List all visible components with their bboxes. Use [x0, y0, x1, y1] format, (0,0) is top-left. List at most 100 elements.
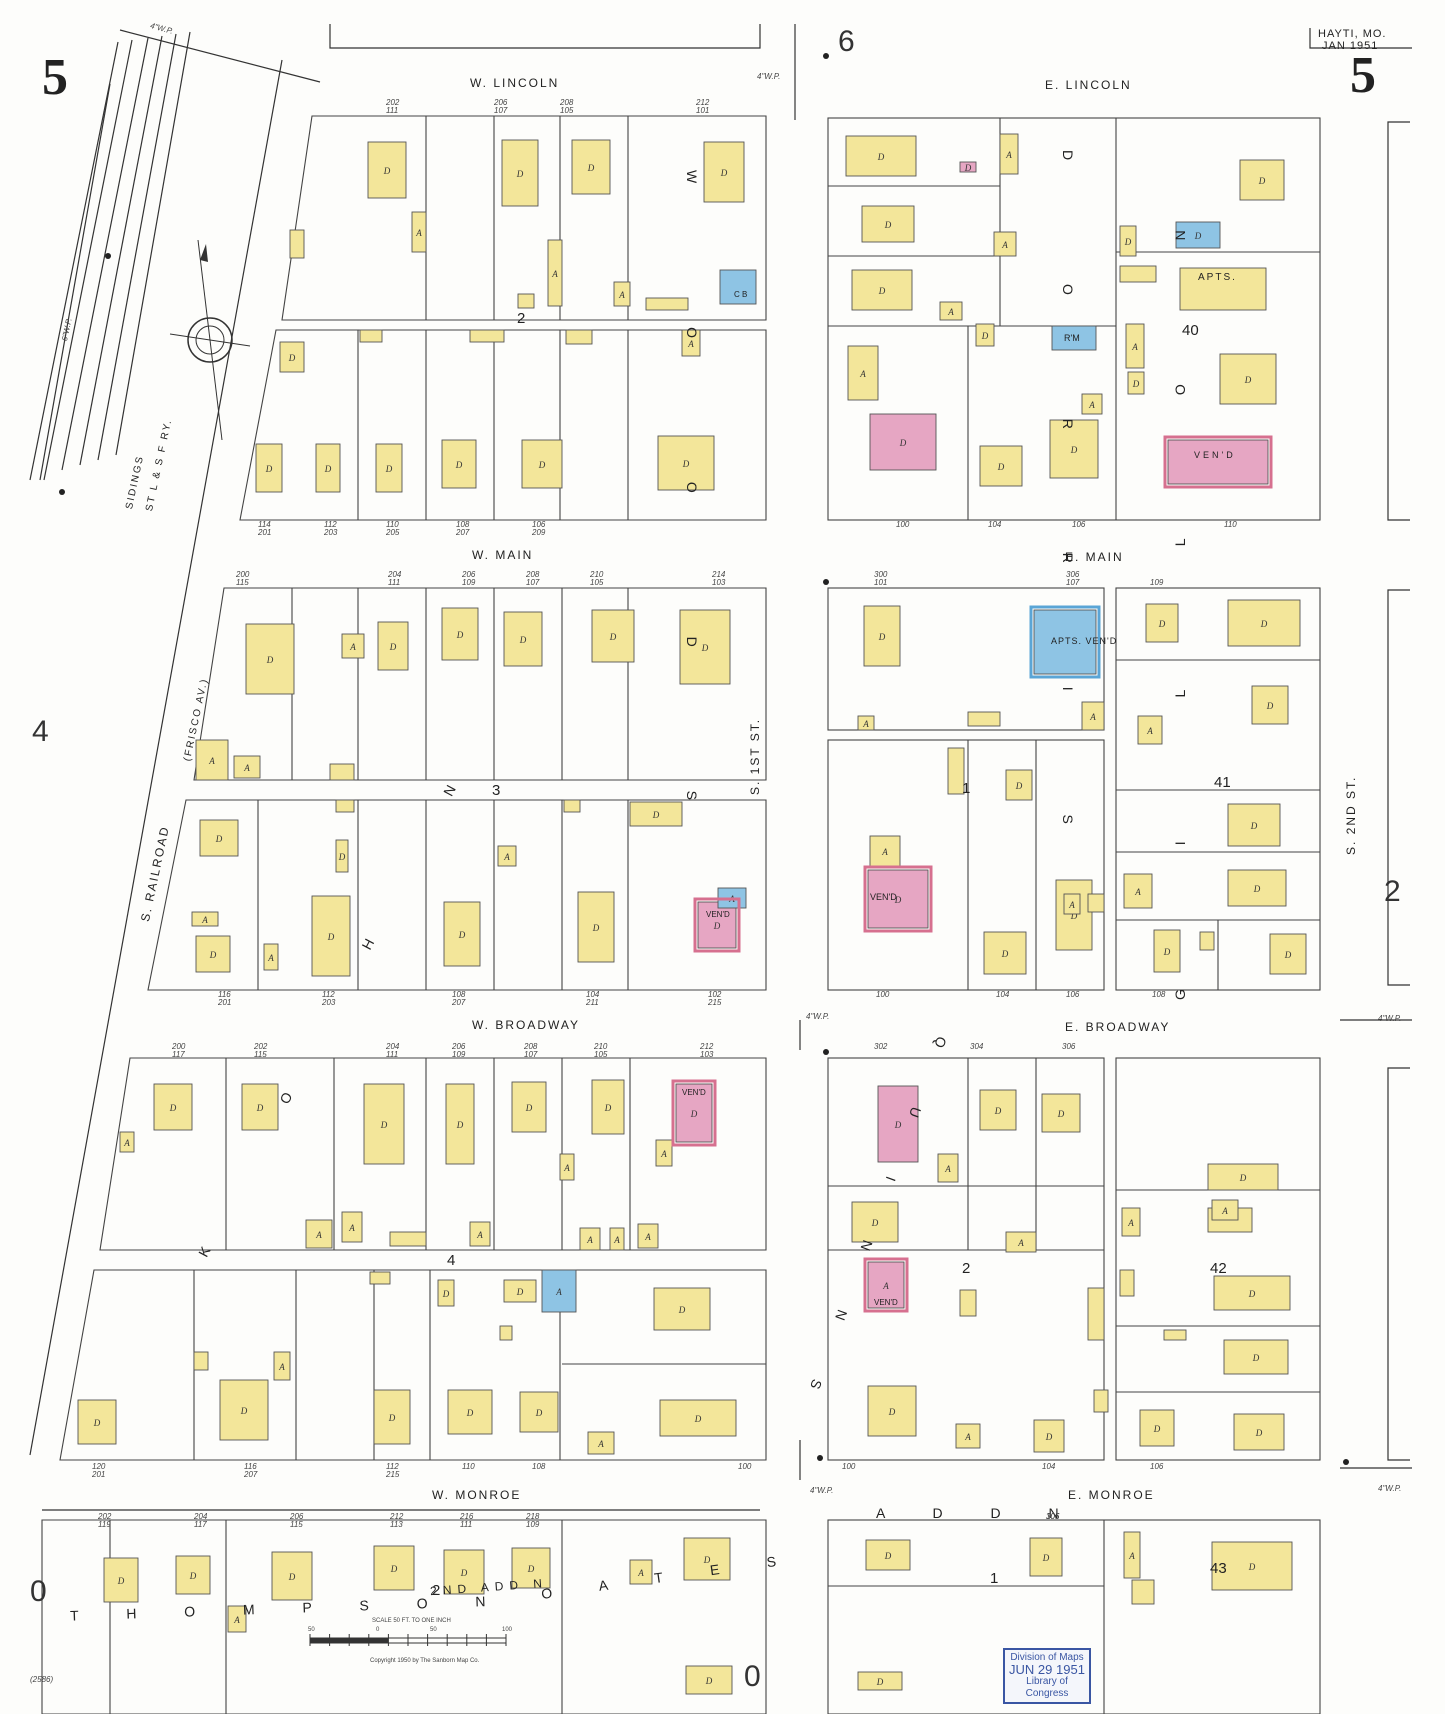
building-label: D — [389, 642, 397, 652]
building — [857, 1671, 903, 1691]
address-number: 115 — [236, 578, 249, 587]
building — [1121, 1207, 1141, 1237]
building-label: D — [682, 459, 690, 469]
building — [937, 1153, 959, 1183]
adjoining-frame — [1387, 589, 1410, 986]
building — [851, 269, 913, 311]
water-pipe-label: 4"W.P. — [1378, 1014, 1402, 1023]
building-label: A — [586, 1235, 593, 1245]
address-number: 106 — [1150, 1462, 1164, 1471]
address-number: 106 — [1066, 990, 1080, 999]
building — [571, 139, 611, 195]
building — [227, 1605, 247, 1633]
building — [679, 609, 731, 685]
place-name: HAYTI, MO. — [1318, 28, 1387, 40]
building — [1005, 769, 1033, 801]
building — [565, 329, 593, 345]
railroad-track — [97, 33, 177, 461]
address-number: 208 — [524, 1042, 538, 1051]
building — [255, 443, 283, 493]
address-number: 119 — [98, 1520, 111, 1529]
railroad-track — [115, 31, 191, 456]
hydrant-marker — [105, 253, 111, 259]
address-number: 110 — [462, 1462, 475, 1471]
railroad-row-line — [29, 59, 283, 1456]
building-label: A — [687, 339, 694, 349]
building-label: A — [349, 642, 356, 652]
building — [559, 1153, 575, 1181]
building-label: A — [315, 1230, 322, 1240]
address-number: 201 — [92, 1470, 106, 1479]
building-label: D — [456, 630, 464, 640]
building — [389, 1231, 427, 1247]
veneer-outline — [863, 865, 933, 933]
building — [1145, 603, 1179, 643]
water-pipe-line — [119, 29, 321, 83]
building — [447, 1389, 493, 1435]
label-veneered: VEN'D — [870, 892, 897, 902]
building — [959, 1289, 977, 1317]
building-label: A — [637, 1568, 644, 1578]
copyright: Copyright 1950 by The Sanborn Map Co. — [370, 1658, 480, 1664]
address-number: 111 — [386, 106, 399, 115]
building — [1123, 1531, 1141, 1579]
building — [1123, 873, 1153, 909]
building-label: D — [442, 1289, 450, 1299]
building — [657, 435, 715, 491]
address-number: 105 — [560, 106, 574, 115]
building — [683, 1537, 731, 1581]
address-number: 214 — [712, 570, 726, 579]
building-label: A — [555, 1287, 562, 1297]
adjoining-frame — [1387, 1067, 1410, 1461]
building-label: D — [1070, 911, 1078, 921]
building — [863, 605, 901, 667]
building — [517, 293, 535, 309]
building — [289, 229, 305, 259]
railroad-track — [43, 39, 133, 481]
building — [511, 1081, 547, 1133]
address-number: 106 — [1072, 520, 1086, 529]
building — [939, 301, 963, 321]
address-number: 306 — [1046, 1512, 1060, 1521]
building — [195, 739, 229, 781]
building-label: D — [1252, 1353, 1260, 1363]
block-number: 2 — [962, 1260, 971, 1277]
building-label: A — [1068, 900, 1075, 910]
address-number: 201 — [218, 998, 232, 1007]
building — [241, 1083, 279, 1131]
building-label: A — [859, 369, 866, 379]
veneer-outline — [1163, 435, 1273, 489]
building-label: D — [1015, 781, 1023, 791]
building — [1233, 1413, 1285, 1451]
building — [411, 211, 427, 253]
building — [119, 1131, 135, 1153]
building-label: D — [713, 921, 721, 931]
building — [1251, 685, 1289, 725]
address-number: 108 — [452, 990, 466, 999]
building-label: A — [660, 1149, 667, 1159]
building-label: D — [1042, 1553, 1050, 1563]
building-label: A — [1127, 1218, 1134, 1228]
building — [629, 801, 683, 827]
building — [175, 1555, 211, 1595]
building — [1119, 225, 1137, 257]
stamp-line: Division of Maps — [1010, 1652, 1084, 1663]
building — [1087, 1287, 1105, 1341]
label-apartments-veneered: APTS. VEN'D — [1051, 636, 1118, 646]
building — [1223, 1339, 1289, 1375]
building-label: D — [338, 852, 346, 862]
address-number: 107 — [494, 106, 508, 115]
address-number: 103 — [700, 1050, 714, 1059]
building-label: D — [525, 1103, 533, 1113]
address-number: 104 — [996, 990, 1010, 999]
hydrant-marker — [823, 579, 829, 585]
building-label: D — [705, 1676, 713, 1686]
building — [659, 1399, 737, 1437]
building — [645, 297, 689, 311]
addition-wood-2nd: A D D N — [876, 1505, 1081, 1521]
building-label: D — [878, 632, 886, 642]
building — [1213, 1275, 1291, 1311]
label-veneered: VEN'D — [1194, 450, 1236, 460]
building — [979, 1089, 1017, 1131]
building-label: D — [1124, 237, 1132, 247]
